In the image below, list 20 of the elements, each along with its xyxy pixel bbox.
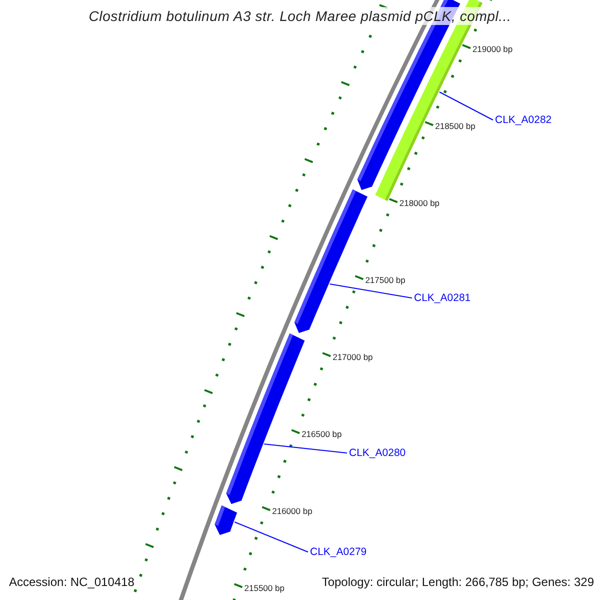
scale-label: 216000 bp <box>272 506 312 517</box>
scale-label: 219000 bp <box>472 44 513 55</box>
info-text: Accession: NC_010418 <box>9 575 134 590</box>
scale-label: 215500 bp <box>244 583 284 594</box>
gene-label: CLK_A0282 <box>495 113 552 127</box>
info-text: Topology: circular; Length: 266,785 bp; Genes: 329 <box>322 575 594 590</box>
scale-label: 217500 bp <box>365 275 406 286</box>
gene-label: CLK_A0280 <box>349 446 406 460</box>
leader-line <box>438 92 494 120</box>
gene-label: CLK_A0281 <box>414 291 471 305</box>
leader-line <box>264 444 348 454</box>
gene-segment <box>214 505 238 535</box>
leader-line <box>234 522 308 552</box>
leader-line <box>329 284 412 298</box>
gene-label: CLK_A0279 <box>310 545 367 559</box>
scale-label: 218000 bp <box>399 198 440 209</box>
scale-label: 218500 bp <box>435 121 476 132</box>
scale-label: 216500 bp <box>302 429 342 440</box>
gene-segment <box>294 189 368 333</box>
scale-label: 217000 bp <box>332 352 373 363</box>
